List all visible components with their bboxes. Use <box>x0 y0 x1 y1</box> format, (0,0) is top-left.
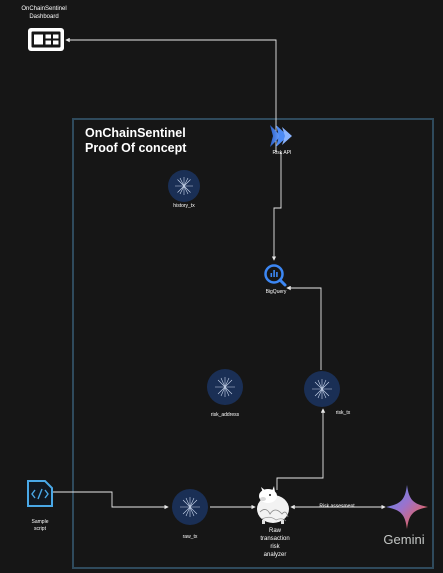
gemini-sparkle-icon <box>386 485 428 529</box>
poc-title-line1: OnChainSentinel <box>85 126 186 140</box>
edge-analyzer-to-risktx <box>276 408 326 490</box>
sample-script-label-line1: Sample <box>32 519 49 525</box>
raw-tx-label: raw_tx <box>183 534 198 540</box>
dashboard-label-line1: OnChainSentinel <box>21 6 66 12</box>
dataset-icon <box>304 371 340 407</box>
dataset-node-risk-address[interactable]: risk_address <box>207 369 243 418</box>
edge-riskapi-to-bigquery <box>271 152 282 261</box>
poc-title-line2: Proof Of concept <box>85 141 187 155</box>
code-file-icon <box>27 480 53 507</box>
bigquery-node[interactable]: BigQuery <box>264 264 287 296</box>
analyzer-label-line1: Raw <box>269 528 282 534</box>
dashboard-node[interactable]: OnChainSentinel Dashboard <box>21 6 67 51</box>
dataset-node-risk-tx[interactable]: risk_tx <box>304 371 351 416</box>
connectors: Risk assesment <box>53 37 386 510</box>
edge-riskapi-to-dashboard <box>65 37 277 152</box>
bigquery-label: BigQuery <box>266 289 287 295</box>
dataset-icon <box>168 170 200 202</box>
edge-label-risk-assessment: Risk assesment <box>319 504 355 510</box>
risk-address-label: risk_address <box>211 412 240 418</box>
pig-mascot-icon <box>257 486 289 524</box>
poc-boundary-frame <box>72 118 434 569</box>
analyzer-label-line4: analyzer <box>264 552 287 558</box>
poc-boundary: OnChainSentinel Proof Of concept <box>72 118 434 569</box>
api-gateway-icon <box>270 125 292 147</box>
gemini-label: Gemini <box>383 532 424 547</box>
dataset-icon <box>172 489 208 525</box>
risk-api-node[interactable]: Risk API <box>270 125 292 156</box>
risk-tx-label: risk_tx <box>336 410 351 416</box>
dataset-node-raw-tx[interactable]: raw_tx <box>172 489 208 540</box>
dashboard-label-line2: Dashboard <box>29 14 58 20</box>
sample-script-label-line2: script <box>34 526 47 532</box>
edge-script-to-rawtx <box>53 491 169 510</box>
bigquery-icon <box>264 264 287 287</box>
dataset-node-history-tx[interactable]: history_tx <box>168 170 200 209</box>
dashboard-icon <box>28 28 64 51</box>
dataset-icon <box>207 369 243 405</box>
risk-api-label: Risk API <box>273 150 292 156</box>
history-tx-label: history_tx <box>173 203 195 209</box>
analyzer-label-line3: risk <box>270 544 280 550</box>
gemini-node[interactable]: Gemini <box>383 485 428 547</box>
edge-risktx-to-bigquery <box>286 285 322 370</box>
analyzer-label-line2: transaction <box>260 536 289 542</box>
analyzer-node[interactable]: Raw transaction risk analyzer <box>257 486 290 558</box>
sample-script-node[interactable]: Sample script <box>27 480 53 532</box>
